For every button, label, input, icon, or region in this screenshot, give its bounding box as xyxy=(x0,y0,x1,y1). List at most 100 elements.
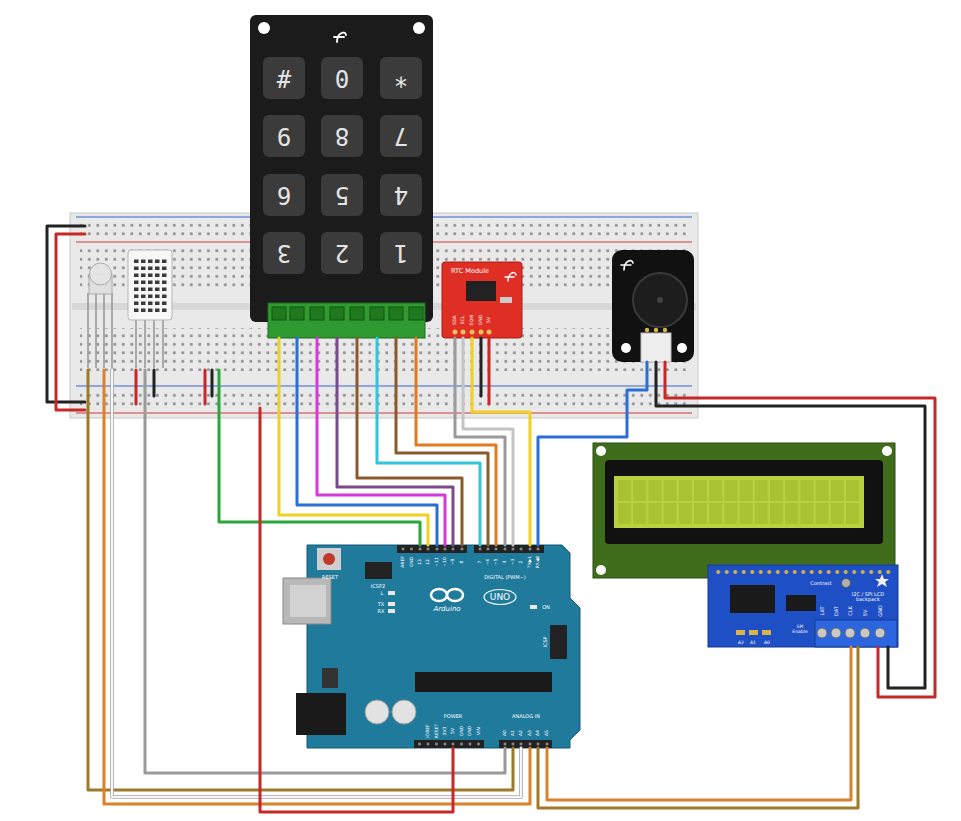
terminal xyxy=(409,307,423,320)
keypad-module: #0*987654321 xyxy=(250,15,433,338)
sensor-legs xyxy=(136,318,163,368)
chip xyxy=(786,595,816,611)
key-cap xyxy=(321,57,363,99)
jumper-wire xyxy=(211,370,214,396)
pin-hole xyxy=(427,548,430,551)
pin-header xyxy=(414,740,484,748)
key-cap xyxy=(263,57,305,99)
terminal xyxy=(389,307,403,320)
lcd-screen xyxy=(614,476,864,528)
dht-sensor xyxy=(128,250,172,320)
board-label: LAT xyxy=(820,607,825,616)
board-label: A2 xyxy=(738,641,744,646)
board-label: GND xyxy=(878,605,883,616)
key-label: 1 xyxy=(394,241,408,265)
microcontroller xyxy=(415,672,552,692)
chip xyxy=(730,585,775,613)
board-label: 5V xyxy=(451,728,456,734)
screw xyxy=(831,628,841,638)
maker-logo xyxy=(621,261,633,270)
pin-hole xyxy=(444,743,447,746)
board-label: A1 xyxy=(750,641,756,646)
key-cap xyxy=(321,115,363,157)
capacitor xyxy=(365,700,389,724)
pin-hole xyxy=(487,548,490,551)
pin-hole xyxy=(504,743,507,746)
pin-hole xyxy=(436,548,439,551)
jumper-wire xyxy=(153,370,156,396)
board-label: AREF xyxy=(401,556,406,568)
board-label: VIN xyxy=(476,727,481,735)
signal-wire xyxy=(145,370,505,773)
rail-line xyxy=(76,412,692,413)
buzzer xyxy=(633,273,687,327)
terminal-block xyxy=(815,620,897,647)
board-label: ~6 xyxy=(486,559,491,566)
pin-hole xyxy=(460,743,463,746)
board-label: A3 xyxy=(528,730,533,736)
mount-hole xyxy=(677,343,687,353)
board-label: 5V xyxy=(863,610,868,617)
mount-hole xyxy=(621,343,631,353)
lcd-cells xyxy=(618,480,861,524)
pin-hole xyxy=(402,548,405,551)
board-label: Arduino xyxy=(433,606,460,613)
screw xyxy=(817,628,827,638)
arduino-board: RESETICSP2LTXRXArduinoUNOONICSPAREFGND13… xyxy=(280,545,572,748)
key-label: 3 xyxy=(277,241,291,265)
jumper-wire xyxy=(204,370,207,404)
key-label: 9 xyxy=(277,124,291,148)
backpack-board xyxy=(708,565,898,647)
rtc-chip xyxy=(466,281,496,301)
board-label: GND xyxy=(409,557,414,567)
lcd-bezel xyxy=(605,460,883,544)
key-label: 8 xyxy=(335,124,349,148)
sensor-grille xyxy=(133,258,168,314)
terminal xyxy=(330,307,344,320)
key-cap xyxy=(380,174,422,216)
buzzer-hole xyxy=(657,297,663,303)
jumper-wire xyxy=(547,647,851,800)
led-leg xyxy=(87,293,89,368)
pin xyxy=(470,330,475,335)
reset-cap xyxy=(323,553,335,565)
mount-hole xyxy=(882,446,892,456)
board-label: 5V xyxy=(487,317,492,323)
board-label: 12 xyxy=(426,559,431,565)
rtc-board xyxy=(442,262,522,338)
jumper-wire xyxy=(279,338,428,545)
lcd-backpack: ContrastI2C / SPI LCD backpackLATDATCLK5… xyxy=(708,565,898,647)
regulator xyxy=(322,668,338,688)
board-label: GND xyxy=(459,726,464,736)
pin-hole xyxy=(469,743,472,746)
board-label: A1 xyxy=(511,730,516,736)
sensor-leg xyxy=(135,318,137,368)
board-label: ANALOG IN xyxy=(512,714,540,719)
pin-hole xyxy=(512,743,515,746)
board-label: POWER xyxy=(444,714,463,719)
pin-hole xyxy=(418,743,421,746)
pin-header xyxy=(499,740,552,748)
pin-hole xyxy=(512,548,515,551)
board-label: L xyxy=(381,591,384,596)
key-label: # xyxy=(277,66,291,90)
pin xyxy=(479,330,484,335)
board-label: ~11 xyxy=(435,557,440,567)
contrast-pot xyxy=(842,579,851,588)
terminal xyxy=(272,307,286,320)
icsp-header xyxy=(365,562,392,579)
power-wire xyxy=(665,362,935,697)
key-label: 4 xyxy=(394,183,408,207)
screw xyxy=(845,628,855,638)
key-cap xyxy=(380,232,422,274)
board-label: DAT xyxy=(834,606,839,616)
reset-button xyxy=(317,548,341,570)
board-label: RESET xyxy=(322,575,338,580)
board-label: 7 xyxy=(478,561,483,564)
signal-wire xyxy=(88,370,513,790)
board-label: ICSP2 xyxy=(371,584,385,589)
breadboard xyxy=(70,213,698,418)
key-cap xyxy=(380,115,422,157)
board-label: TX xyxy=(378,602,384,607)
